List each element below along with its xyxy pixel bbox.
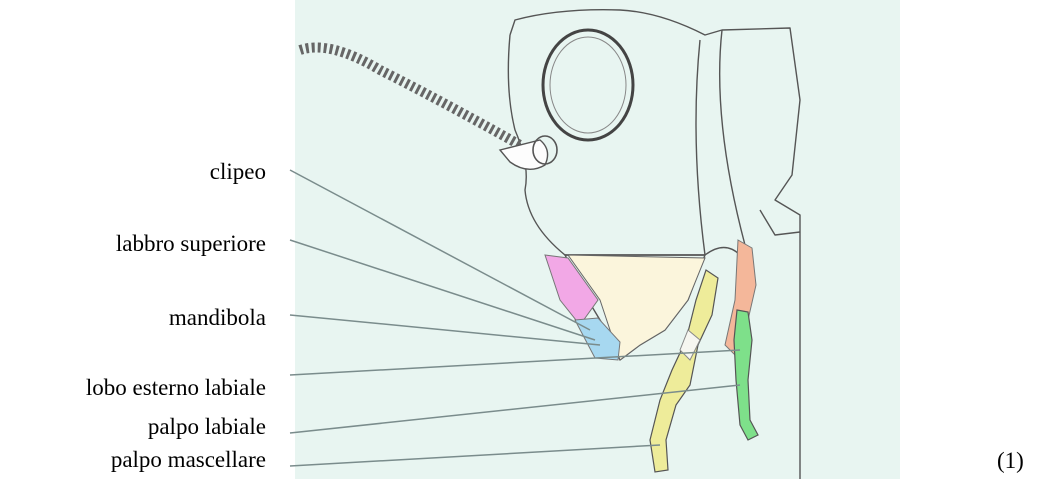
label-palpo-labiale: palpo labiale bbox=[148, 415, 266, 438]
label-labbro-superiore: labbro superiore bbox=[116, 232, 266, 255]
label-clipeo: clipeo bbox=[210, 160, 266, 183]
label-mandibola: mandibola bbox=[169, 306, 266, 329]
figure-number: (1) bbox=[997, 448, 1024, 474]
label-lobo-esterno-labiale: lobo esterno labiale bbox=[86, 376, 266, 399]
label-palpo-mascellare: palpo mascellare bbox=[111, 448, 266, 471]
